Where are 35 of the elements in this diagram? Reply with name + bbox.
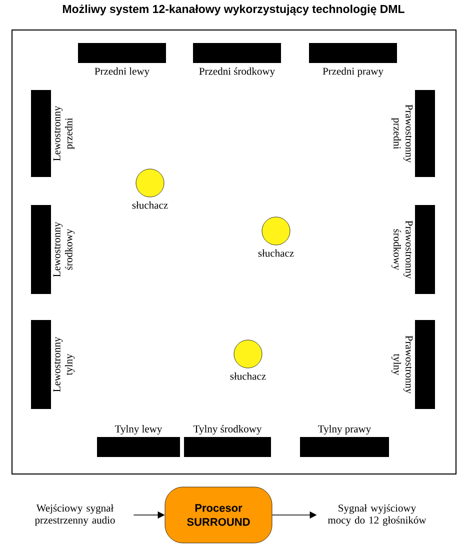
listener-circle: [262, 216, 290, 246]
speaker-label: Przedni prawy: [322, 67, 384, 77]
title: Możliwy system 12-kanałowy wykorzystujący technologię DML: [63, 4, 404, 16]
speaker-label: Tylny prawy: [318, 425, 372, 435]
speaker-label: Lewostronny przedni: [53, 106, 74, 161]
speaker-label: Przedni środkowy: [199, 67, 276, 77]
listener-label: słuchacz: [230, 372, 266, 380]
speaker-panel: [31, 205, 51, 294]
speaker-panel: [193, 43, 281, 63]
speaker-panel: [300, 437, 389, 457]
speaker-panel: [31, 320, 51, 409]
listener-circle: [234, 340, 262, 368]
speaker-panel: [97, 437, 180, 457]
speaker-label: Prawostronny środkowy: [391, 220, 413, 279]
speaker-label: Tylny lewy: [115, 425, 162, 435]
listener-circle: [136, 168, 164, 198]
speaker-panel: [415, 320, 435, 409]
speaker-panel: [309, 43, 397, 63]
speaker-panel: [78, 43, 166, 63]
processor-box: Procesor SURROUND: [164, 486, 272, 544]
signal-label: Sygnał wyjściowy mocy do 12 głośników: [328, 504, 426, 526]
speaker-label: Prawostronny tylny: [391, 336, 413, 394]
speaker-label: Lewostronny tylny: [53, 336, 75, 392]
speaker-panel: [415, 90, 435, 177]
speaker-panel: [31, 90, 51, 177]
speaker-label: Lewostronny środkowy: [53, 222, 75, 277]
speaker-label: Przedni lewy: [94, 67, 150, 77]
listener-label: słuchacz: [258, 249, 294, 257]
listener-label: słuchacz: [132, 201, 168, 209]
speaker-panel: [415, 205, 435, 294]
speaker-label: Prawostronny przedni: [392, 104, 413, 163]
speaker-label: Tylny środkowy: [194, 425, 262, 435]
signal-label: Wejściowy sygnał przestrzenny audio: [34, 504, 115, 526]
speaker-panel: [184, 437, 271, 457]
room-outline: [12, 30, 456, 474]
